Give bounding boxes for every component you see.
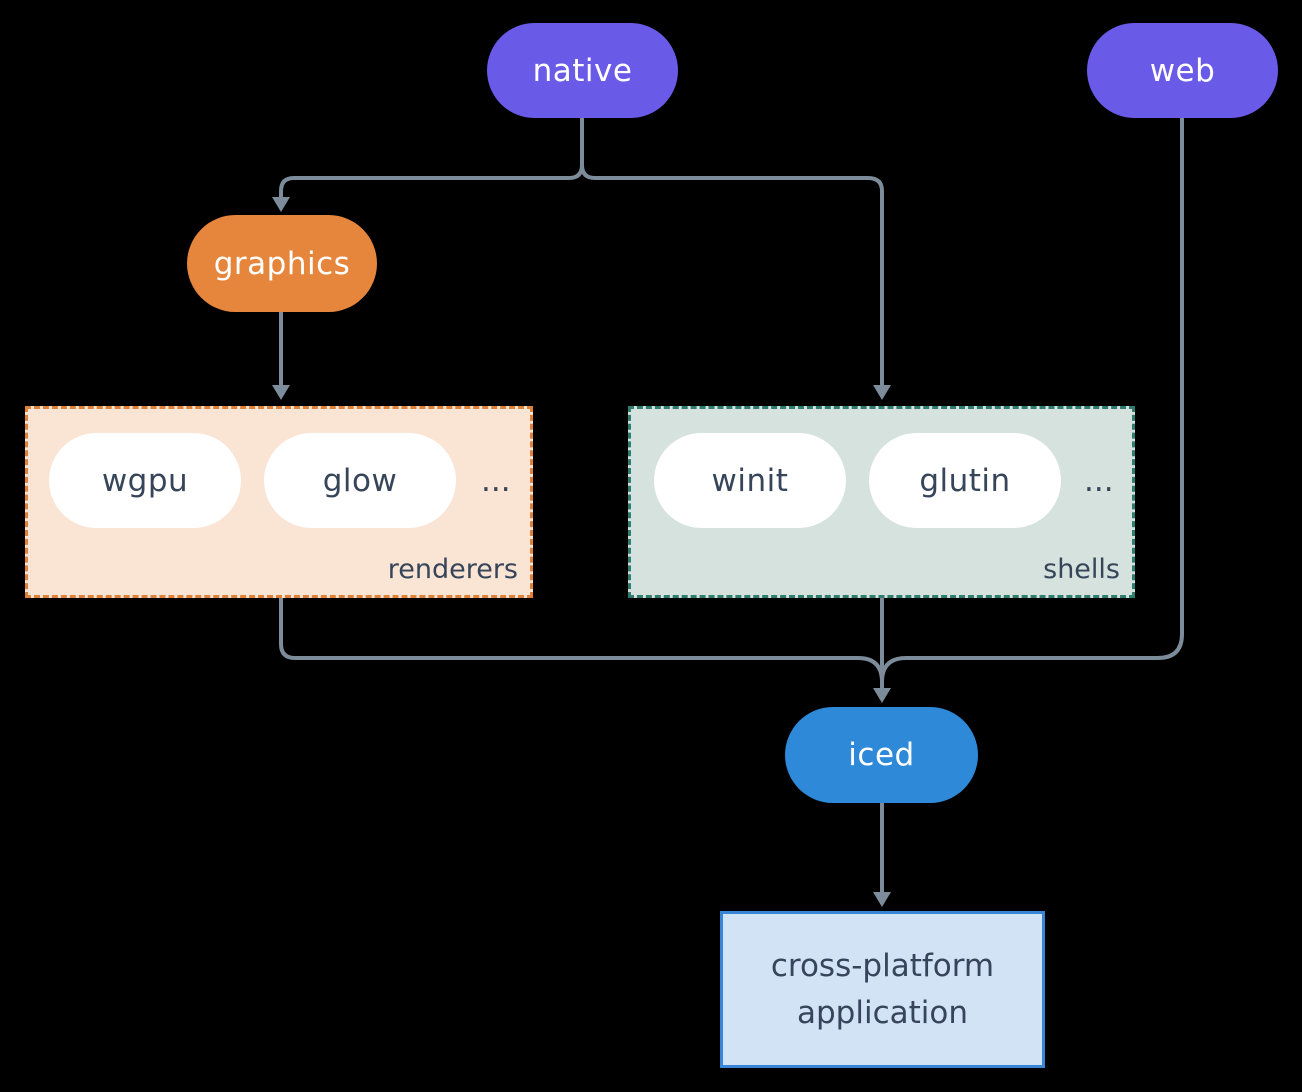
web-node: web [1087, 23, 1278, 118]
iced-node: iced [785, 707, 978, 803]
wgpu-node: wgpu [49, 433, 241, 528]
edge-web-to-iced [880, 118, 1184, 683]
iced-label: iced [848, 737, 915, 773]
glow-label: glow [322, 462, 398, 499]
arrowhead-into-renderers [272, 385, 290, 400]
web-label: web [1149, 52, 1216, 89]
glutin-label: glutin [919, 462, 1011, 499]
edge-native-to-graphics [279, 118, 584, 198]
edge-renderers-to-iced [279, 598, 884, 683]
winit-label: winit [711, 462, 789, 499]
wgpu-label: wgpu [101, 462, 189, 499]
shells-caption: shells [1043, 554, 1120, 585]
arrowhead-into-application [873, 892, 891, 907]
application-label: cross-platform application [770, 948, 995, 1031]
winit-node: winit [654, 433, 846, 528]
arrowhead-into-iced [873, 688, 891, 703]
shells-ellipsis: ... [1084, 462, 1114, 499]
native-label: native [532, 52, 633, 89]
arrowhead-into-shells [873, 385, 891, 400]
glow-node: glow [264, 433, 456, 528]
renderers-ellipsis: ... [481, 462, 511, 499]
graphics-label: graphics [213, 245, 351, 282]
renderers-group: wgpu glow ... renderers [25, 406, 533, 598]
edge-native-to-shells [580, 118, 884, 386]
arrowhead-into-graphics [272, 197, 290, 212]
glutin-node: glutin [869, 433, 1061, 528]
shells-group: winit glutin ... shells [628, 406, 1135, 598]
renderers-caption: renderers [387, 554, 518, 585]
native-node: native [487, 23, 678, 118]
graphics-node: graphics [187, 215, 377, 312]
application-node: cross-platform application [720, 911, 1045, 1068]
